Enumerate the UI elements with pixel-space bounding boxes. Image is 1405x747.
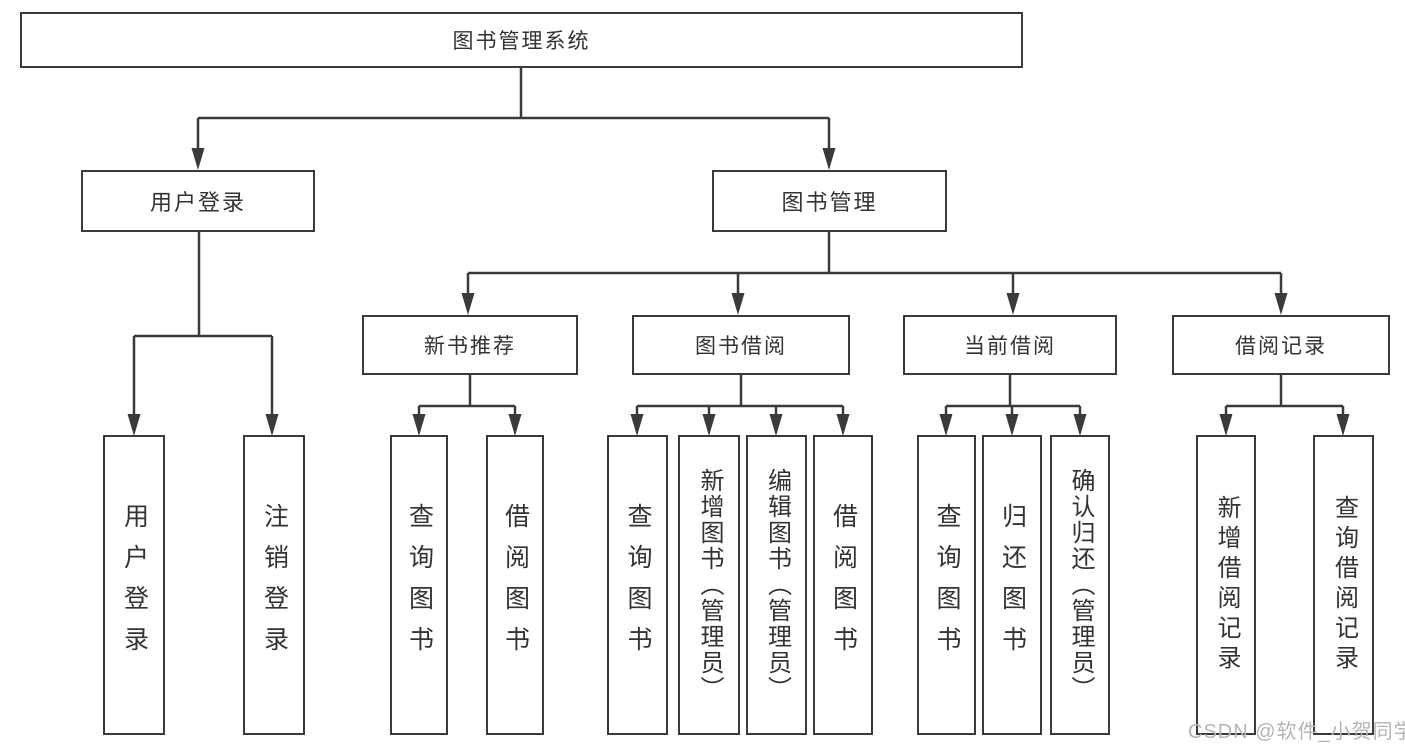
leaf-add-books-admin: 新增图书（管理员） (678, 435, 740, 735)
node-label: 确认归还（管理员） (1067, 468, 1094, 702)
leaf-logout: 注销登录 (243, 435, 305, 735)
node-library-system: 图书管理系统 (20, 12, 1023, 68)
leaf-query-books-current: 查询图书 (917, 435, 976, 735)
arrowheads (127, 148, 1350, 436)
node-label: 查询图书 (624, 503, 652, 667)
node-book-management: 图书管理 (712, 170, 947, 232)
leaf-add-borrow-record: 新增借阅记录 (1196, 435, 1256, 735)
leaf-borrow-books-recommend: 借阅图书 (486, 435, 544, 735)
csdn-watermark: CSDN @软件_小贺同学 (1188, 721, 1405, 743)
node-label: 图书借阅 (695, 335, 787, 358)
node-label: 查询借阅记录 (1330, 495, 1358, 675)
node-label: 归还图书 (998, 503, 1027, 667)
leaf-confirm-return-admin: 确认归还（管理员） (1050, 435, 1110, 735)
node-user-login: 用户登录 (81, 170, 315, 232)
node-label: 借阅记录 (1235, 335, 1327, 358)
leaf-query-books-recommend: 查询图书 (390, 435, 448, 735)
leaf-query-books-borrowing: 查询图书 (607, 435, 668, 735)
node-current-borrowing: 当前借阅 (903, 315, 1117, 375)
node-label: 新增借阅记录 (1213, 495, 1240, 675)
node-label: 借阅图书 (501, 503, 530, 667)
node-label: 当前借阅 (964, 335, 1056, 358)
node-label: 图书管理系统 (452, 30, 591, 53)
node-label: 注销登录 (260, 503, 289, 667)
node-label: 新书推荐 (424, 335, 516, 358)
leaf-query-borrow-record: 查询借阅记录 (1313, 435, 1374, 735)
node-label: 新增图书（管理员） (696, 468, 723, 702)
node-label: 用户登录 (120, 503, 149, 667)
node-book-borrowing: 图书借阅 (632, 315, 850, 375)
leaf-borrow-books-borrowing: 借阅图书 (813, 435, 873, 735)
node-label: 借阅图书 (829, 503, 858, 667)
node-label: 查询图书 (933, 503, 961, 667)
node-new-book-recommend: 新书推荐 (362, 315, 578, 375)
node-borrowing-records: 借阅记录 (1172, 315, 1390, 375)
node-label: 编辑图书（管理员） (763, 468, 791, 702)
leaf-edit-books-admin: 编辑图书（管理员） (746, 435, 807, 735)
leaf-return-books: 归还图书 (982, 435, 1042, 735)
node-label: 用户登录 (149, 190, 246, 215)
leaf-user-login: 用户登录 (103, 435, 165, 735)
node-label: 图书管理 (781, 190, 878, 215)
node-label: 查询图书 (405, 503, 434, 667)
